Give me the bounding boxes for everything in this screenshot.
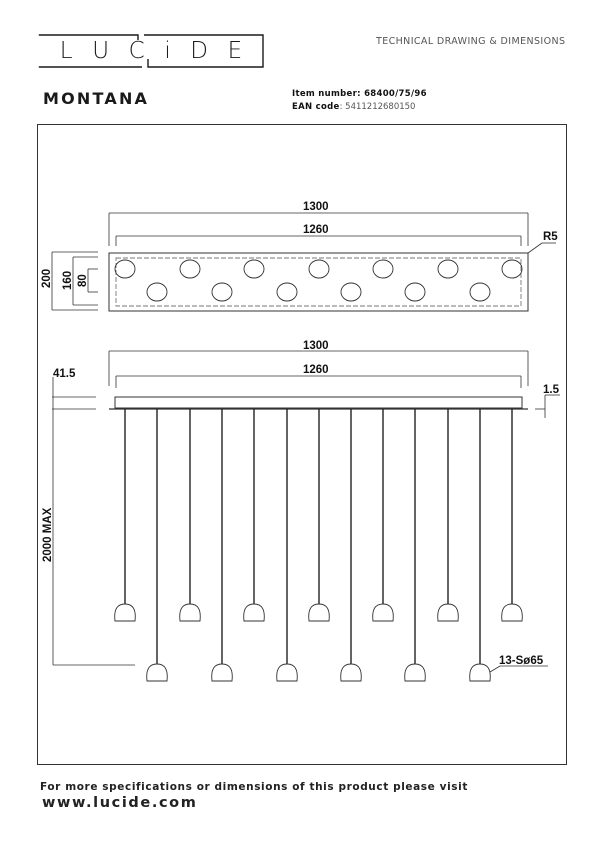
ean-label: EAN code bbox=[292, 102, 340, 112]
logo-letter: L bbox=[59, 38, 73, 64]
logo-letter: i bbox=[164, 38, 171, 64]
footer-info-text: For more specifications or dimensions of… bbox=[40, 781, 468, 793]
plate-thickness-label: 1.5 bbox=[543, 384, 560, 396]
pendant-spec-label: 13-Sø65 bbox=[499, 655, 544, 667]
pendant-shades bbox=[114, 603, 523, 682]
drawing-frame bbox=[37, 124, 567, 765]
logo-letter: E bbox=[227, 38, 243, 64]
ean-row: EAN code: 5411212680150 bbox=[292, 101, 427, 114]
max-drop-label: 2000 MAX bbox=[42, 507, 54, 562]
logo-letter: D bbox=[190, 38, 209, 64]
item-number-label: Item number: bbox=[292, 89, 365, 99]
pendant-group-short bbox=[124, 409, 513, 604]
product-name: MONTANA bbox=[43, 89, 150, 108]
item-info: Item number: 68400/75/96 EAN code: 54112… bbox=[292, 88, 427, 114]
top-outer-length-label: 1300 bbox=[303, 201, 329, 213]
item-number-row: Item number: 68400/75/96 bbox=[292, 88, 427, 101]
side-inner-length-label: 1260 bbox=[303, 364, 329, 376]
logo-letter: U bbox=[92, 38, 110, 64]
width-inner-label: 160 bbox=[62, 271, 74, 290]
width-total-label: 200 bbox=[41, 269, 53, 288]
document-subtitle: TECHNICAL DRAWING & DIMENSIONS bbox=[376, 36, 566, 47]
logo-letter: C bbox=[128, 38, 145, 64]
item-number-value: 68400/75/96 bbox=[364, 89, 427, 99]
brand-logo: L U C i D E bbox=[38, 34, 264, 68]
side-outer-length-label: 1300 bbox=[303, 340, 329, 352]
ean-value: : 5411212680150 bbox=[339, 102, 416, 112]
row-spacing-label: 80 bbox=[77, 274, 89, 287]
logo-frame-icon bbox=[38, 34, 264, 68]
pendant-group-long bbox=[156, 409, 481, 664]
canopy-height-label: 41.5 bbox=[53, 368, 76, 380]
radius-label: R5 bbox=[543, 231, 558, 243]
brand-letters: L U C i D E bbox=[38, 34, 264, 68]
footer-website-link[interactable]: www.lucide.com bbox=[42, 795, 198, 811]
top-inner-length-label: 1260 bbox=[303, 224, 329, 236]
